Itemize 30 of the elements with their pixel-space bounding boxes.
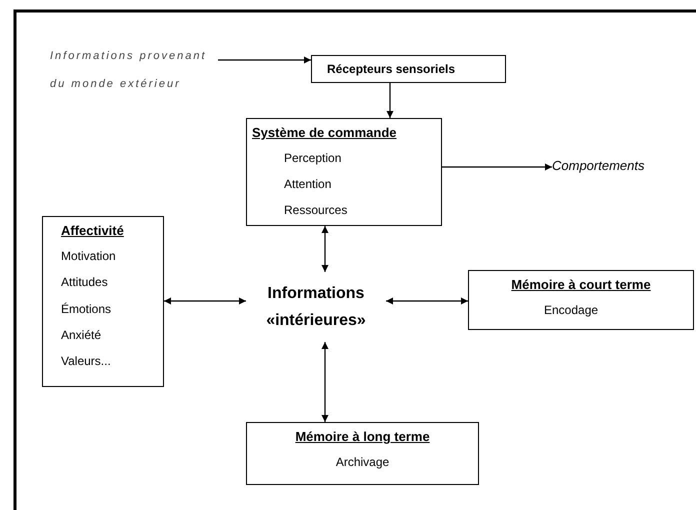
process-box — [42, 216, 164, 387]
list-item: Encodage — [544, 303, 598, 317]
list-item: Attention — [284, 177, 332, 191]
list-item: Ressources — [284, 203, 348, 217]
box-title: Système de commande — [252, 125, 397, 140]
process-box — [246, 118, 442, 226]
arrow — [322, 226, 328, 272]
list-item: Motivation — [61, 249, 116, 263]
arrow — [322, 342, 328, 422]
box-title: Mémoire à long terme — [294, 429, 431, 444]
arrow — [386, 298, 468, 304]
output-label: Comportements — [552, 158, 667, 176]
box-title: Affectivité — [61, 223, 124, 238]
list-item: Perception — [284, 151, 342, 165]
process-box — [311, 55, 506, 83]
central-label: Informations «intérieures» — [246, 272, 386, 342]
box-title: Mémoire à court terme — [510, 277, 652, 292]
arrow — [218, 56, 311, 64]
process-box — [468, 270, 694, 330]
list-item: Valeurs... — [61, 354, 111, 368]
arrow — [386, 83, 394, 118]
list-item: Anxiété — [61, 328, 102, 342]
box-title: Récepteurs sensoriels — [327, 62, 456, 76]
list-item: Attitudes — [61, 275, 108, 289]
list-item: Archivage — [334, 455, 390, 469]
arrow — [442, 164, 552, 170]
list-item: Émotions — [61, 302, 112, 316]
process-box — [246, 422, 479, 485]
input-note: Informations provenant du monde extérieur — [50, 42, 215, 88]
arrow — [164, 298, 246, 304]
